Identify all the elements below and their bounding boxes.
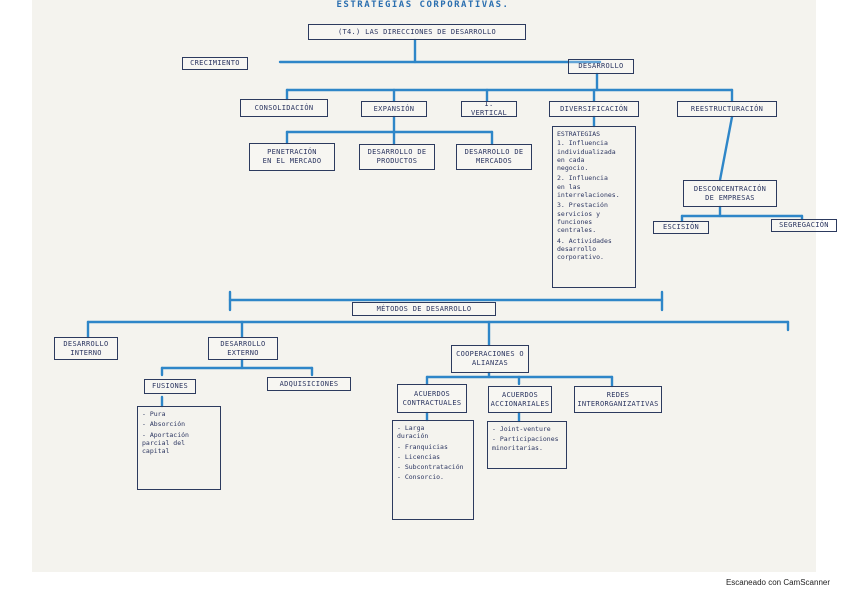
fusiones-item: - Pura xyxy=(142,410,166,418)
node-fusiones: FUSIONES xyxy=(144,379,196,394)
estrategias-item: 3. Prestación servicios y funciones cent… xyxy=(557,201,608,235)
contractuales-item: - Licencias xyxy=(397,452,441,461)
estrategias-list: ESTRATEGIAS 1. Influencia individualizad… xyxy=(552,126,636,288)
estrategias-header: ESTRATEGIAS xyxy=(557,130,601,138)
node-desarrollo-interno: DESARROLLO INTERNO xyxy=(54,337,118,360)
contractuales-item: - Larga duración xyxy=(397,424,429,441)
node-redes: REDES INTERORGANIZATIVAS xyxy=(574,386,662,413)
scanner-watermark: Escaneado con CamScanner xyxy=(725,578,830,587)
paper-sheet xyxy=(32,0,816,572)
accionariales-item: - Participaciones minoritarias. xyxy=(492,435,559,452)
node-adquisiciones: ADQUISICIONES xyxy=(267,377,351,391)
contractuales-item: - Consorcio. xyxy=(397,473,444,482)
node-desarrollo-externo: DESARROLLO EXTERNO xyxy=(208,337,278,360)
node-penetracion: PENETRACIÓN EN EL MERCADO xyxy=(249,143,335,171)
node-escision: ESCISIÓN xyxy=(653,221,709,234)
node-acuerdos-contractuales: ACUERDOS CONTRACTUALES xyxy=(397,384,467,413)
fusiones-item: - Absorción xyxy=(142,420,186,429)
node-desarrollo: DESARROLLO xyxy=(568,59,634,74)
node-reestructuracion: REESTRUCTURACIÓN xyxy=(677,101,777,117)
fusiones-list: - Pura - Absorción - Aportación parcial … xyxy=(137,406,221,490)
node-crecimiento: CRECIMIENTO xyxy=(182,57,248,70)
contractuales-item: - Franquicias xyxy=(397,442,448,451)
node-expansion: EXPANSIÓN xyxy=(361,101,427,117)
node-metodos: MÉTODOS DE DESARROLLO xyxy=(352,302,496,316)
node-diversificacion: DIVERSIFICACIÓN xyxy=(549,101,639,117)
node-cooperaciones: COOPERACIONES O ALIANZAS xyxy=(451,345,529,373)
node-segregacion: SEGREGACIÓN xyxy=(771,219,837,232)
fusiones-item: - Aportación parcial del capital xyxy=(142,430,189,456)
node-desarrollo-mercados: DESARROLLO DE MERCADOS xyxy=(456,144,532,170)
accionariales-item: - Joint-venture xyxy=(492,425,551,433)
node-direcciones: (T4.) LAS DIRECCIONES DE DESARROLLO xyxy=(308,24,526,40)
page-title: ESTRATEGIAS CORPORATIVAS. xyxy=(336,0,510,10)
contractuales-list: - Larga duración - Franquicias - Licenci… xyxy=(392,420,474,520)
estrategias-item: 1. Influencia individualizada en cada ne… xyxy=(557,139,616,173)
connector-lines xyxy=(86,38,804,423)
node-desconcentracion: DESCONCENTRACIÓN DE EMPRESAS xyxy=(683,180,777,207)
estrategias-item: 4. Actividades desarrollo corporativo. xyxy=(557,236,612,262)
accionariales-list: - Joint-venture - Participaciones minori… xyxy=(487,421,567,469)
contractuales-item: - Subcontratación xyxy=(397,463,464,472)
node-acuerdos-accionariales: ACUERDOS ACCIONARIALES xyxy=(488,386,552,413)
node-desarrollo-productos: DESARROLLO DE PRODUCTOS xyxy=(359,144,435,170)
estrategias-item: 2. Influencia en las interrelaciones. xyxy=(557,174,620,200)
node-i-vertical: I. VERTICAL xyxy=(461,100,517,117)
node-consolidacion: CONSOLIDACIÓN xyxy=(240,99,328,117)
